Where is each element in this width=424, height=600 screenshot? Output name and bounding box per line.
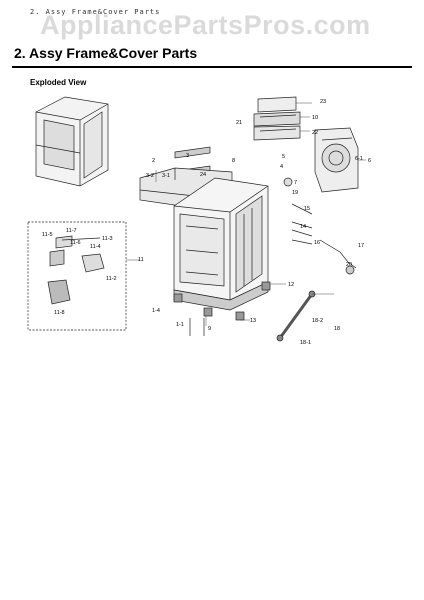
callout-8: 8	[232, 158, 235, 164]
callout-9: 9	[208, 326, 211, 332]
callout-11-2: 11-2	[106, 276, 117, 282]
callout-23: 23	[320, 99, 326, 105]
callout-22: 22	[312, 130, 318, 136]
callout-3-2: 3-2	[146, 173, 154, 179]
callout-24: 24	[200, 172, 206, 178]
callout-12: 12	[288, 282, 294, 288]
callout-6: 6	[368, 158, 371, 164]
callout-7: 7	[294, 180, 297, 186]
callout-15: 15	[304, 206, 310, 212]
callout-16: 16	[314, 240, 320, 246]
callout-11-6: 11-6	[70, 240, 81, 246]
callout-3: 3	[186, 153, 189, 159]
callout-21: 21	[236, 120, 242, 126]
callout-1-4: 1-4	[152, 308, 160, 314]
side-parts	[283, 177, 357, 275]
title-rule	[12, 66, 412, 68]
callout-4: 4	[280, 164, 283, 170]
page-header-label: 2. Assy Frame&Cover Parts	[30, 8, 161, 16]
detail-box	[27, 221, 127, 331]
callout-18-1: 18-1	[300, 340, 311, 346]
callout-18-2: 18-2	[312, 318, 323, 324]
callout-20: 20	[346, 262, 352, 268]
exploded-view-label: Exploded View	[30, 78, 87, 87]
main-cabinet	[173, 177, 269, 311]
callout-1-1: 1-1	[176, 322, 184, 328]
watermark: AppliancePartsPros.com	[40, 10, 371, 40]
callout-11-4-top: 11-4	[90, 244, 101, 250]
callout-11-5: 11-5	[42, 232, 53, 238]
rear-housing	[314, 127, 359, 193]
section-title: 2. Assy Frame&Cover Parts	[14, 45, 198, 61]
callout-11-3: 11-3	[102, 236, 113, 242]
callout-6-1: 6-1	[355, 156, 363, 162]
callout-10: 10	[312, 115, 318, 121]
callout-13: 13	[250, 318, 256, 324]
hose	[276, 290, 316, 342]
callout-19-top: 19	[292, 190, 298, 196]
callout-18: 18	[334, 326, 340, 332]
callout-5: 5	[282, 154, 285, 160]
thumbnail-frame	[35, 96, 109, 187]
callout-11-7: 11-7	[66, 228, 77, 234]
callout-14: 14	[300, 224, 306, 230]
callout-3-1: 3-1	[162, 173, 170, 179]
callout-17: 17	[358, 243, 364, 249]
callout-11-8: 11-8	[54, 310, 65, 316]
callout-2: 2	[152, 158, 155, 164]
callout-11: 11	[138, 257, 144, 263]
